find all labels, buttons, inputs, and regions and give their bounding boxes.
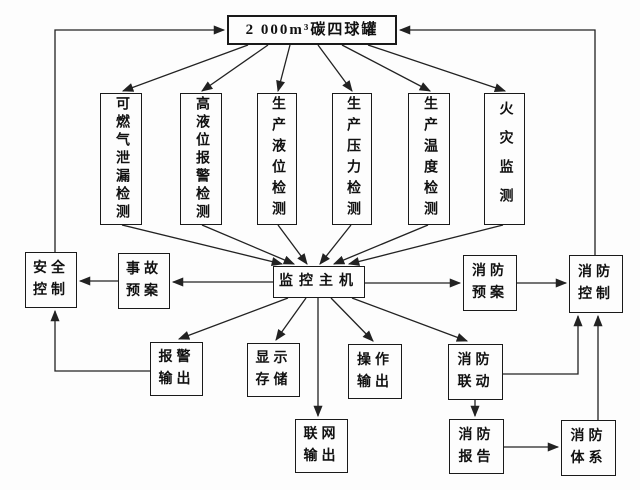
edges-detectors-to-host bbox=[121, 224, 504, 266]
display-storage-label: 显示存储 bbox=[255, 351, 292, 388]
high-level-alarm-label: 高液位报警检测 bbox=[194, 96, 209, 222]
pressure-detect-label: 生产压力检测 bbox=[345, 96, 360, 222]
node-fire-monitor: 火灾监测 bbox=[484, 93, 525, 225]
edge-fire-control-to-tank bbox=[398, 25, 596, 255]
edges-right-loop bbox=[365, 25, 603, 420]
edge-tank-to-temp-detect bbox=[341, 44, 432, 92]
node-safety-control: 安全控制 bbox=[25, 252, 77, 308]
edge-level-to-host bbox=[277, 224, 308, 265]
tank-label: 2 000m³碳四球罐 bbox=[245, 22, 379, 38]
node-tank: 2 000m³碳四球罐 bbox=[227, 15, 397, 45]
edge-host-to-operation-output bbox=[330, 297, 374, 342]
temp-detect-label: 生产温度检测 bbox=[422, 96, 437, 222]
edge-gas-leak-to-host bbox=[121, 224, 284, 266]
alarm-output-label: 报警输出 bbox=[158, 350, 195, 387]
node-monitor-host: 监控主机 bbox=[273, 266, 365, 298]
edge-tank-to-pressure-detect bbox=[317, 44, 353, 92]
node-fire-linkage: 消防联动 bbox=[448, 344, 503, 400]
fire-report-label: 消防报告 bbox=[458, 427, 495, 465]
edge-temp-to-host bbox=[332, 224, 429, 265]
edge-host-to-fire-linkage bbox=[351, 297, 469, 342]
node-display-storage: 显示存储 bbox=[247, 343, 300, 397]
edge-fire-linkage-to-fire-control bbox=[503, 314, 583, 375]
edge-pressure-to-host bbox=[319, 224, 352, 265]
node-gas-leak-detect: 可燃气泄漏检测 bbox=[100, 93, 142, 225]
edges-left-loop bbox=[50, 25, 273, 372]
fire-system-label: 消防体系 bbox=[570, 429, 607, 466]
level-detect-label: 生产液位检测 bbox=[270, 96, 285, 222]
edges-host-outputs bbox=[177, 297, 560, 452]
edge-tank-to-fire-monitor bbox=[367, 44, 507, 93]
node-network-output: 联网输出 bbox=[295, 419, 348, 473]
edge-tank-to-gas-leak-detect bbox=[121, 44, 249, 92]
network-output-label: 联网输出 bbox=[303, 427, 340, 464]
edge-host-to-alarm-output bbox=[177, 297, 289, 340]
fire-monitor-label: 火灾监测 bbox=[497, 101, 513, 217]
node-fire-system: 消防体系 bbox=[561, 420, 616, 476]
fire-control-label: 消防控制 bbox=[578, 265, 614, 302]
node-pressure-detect: 生产压力检测 bbox=[332, 93, 372, 225]
edge-tank-to-level-detect bbox=[276, 44, 291, 93]
edges-tank-to-detectors bbox=[121, 44, 507, 93]
node-level-detect: 生产液位检测 bbox=[257, 93, 297, 225]
node-fire-report: 消防报告 bbox=[449, 419, 504, 474]
edge-safety-control-to-tank bbox=[54, 25, 226, 252]
edge-host-to-display-storage bbox=[275, 297, 307, 341]
node-high-level-alarm-detect: 高液位报警检测 bbox=[180, 93, 222, 225]
node-temp-detect: 生产温度检测 bbox=[408, 93, 450, 225]
fire-linkage-label: 消防联动 bbox=[457, 353, 494, 390]
node-operation-output: 操作输出 bbox=[348, 344, 402, 399]
safety-control-label: 安全控制 bbox=[33, 261, 69, 298]
monitor-host-label: 监控主机 bbox=[279, 274, 359, 289]
edge-tank-to-high-level-alarm bbox=[201, 44, 269, 92]
node-fire-plan: 消防预案 bbox=[463, 255, 517, 311]
gas-leak-detect-label: 可燃气泄漏检测 bbox=[114, 96, 129, 222]
fire-plan-label: 消防预案 bbox=[472, 264, 508, 301]
accident-plan-label: 事故预案 bbox=[126, 262, 162, 299]
node-fire-control: 消防控制 bbox=[569, 255, 623, 313]
operation-output-label: 操作输出 bbox=[357, 352, 393, 390]
node-alarm-output: 报警输出 bbox=[150, 342, 203, 396]
edge-fire-monitor-to-host bbox=[347, 224, 504, 266]
edge-alarm-output-to-safety-control bbox=[50, 309, 150, 372]
edge-high-level-to-host bbox=[201, 224, 296, 265]
node-accident-plan: 事故预案 bbox=[118, 253, 170, 309]
